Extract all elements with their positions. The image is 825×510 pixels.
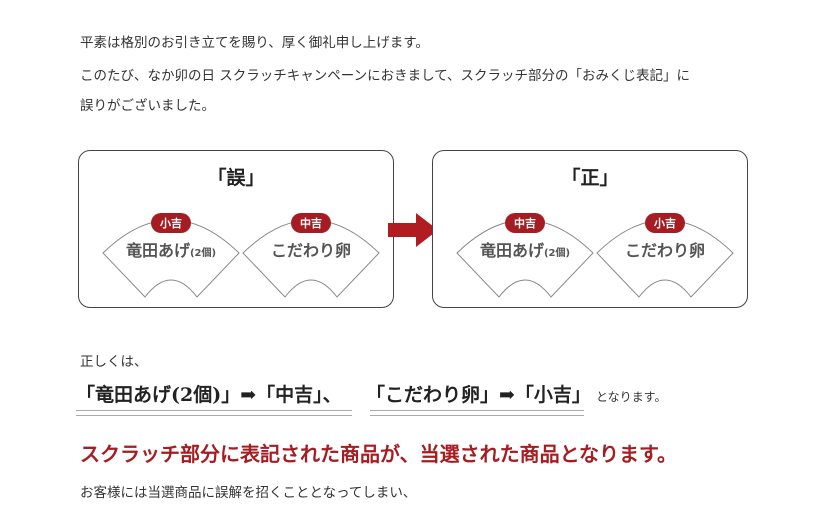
apology-text: お客様には当選商品に誤解を招くこととなってしまい、	[80, 485, 417, 501]
fan-shape-icon	[102, 219, 240, 298]
intro-line-2: このたび、なか卯の日 スクラッチキャンペーンにおきまして、スクラッチ部分の「おみ…	[80, 68, 691, 84]
intro-line-1: 平素は格別のお引き立てを賜り、厚く御礼申し上げます。	[80, 35, 429, 51]
right-box: 「正」 中吉 竜田あげ(2個) 小吉 こだわり卵	[432, 150, 748, 308]
fan-card: 中吉 竜田あげ(2個)	[455, 207, 595, 299]
fan-card: 小吉 こだわり卵	[595, 207, 735, 299]
fan-shape-icon	[596, 219, 734, 298]
wrong-title: 「誤」	[207, 167, 265, 189]
correction-part-2: 「こだわり卵」➡「小吉」	[366, 384, 591, 406]
fortune-badge: 中吉	[505, 213, 545, 233]
correction-part-1: 「竜田あげ(2個)」➡「中吉」、	[76, 384, 342, 406]
correct-label: 正しくは、	[80, 354, 148, 370]
intro-line-3: 誤りがございました。	[80, 98, 215, 114]
item-sub: (2個)	[543, 248, 571, 259]
item-name: こだわり卵	[270, 241, 351, 260]
fan-card: 中吉 こだわり卵	[241, 207, 381, 299]
double-underline	[76, 410, 352, 416]
right-title: 「正」	[561, 167, 619, 189]
item-name: こだわり卵	[624, 241, 705, 260]
item-name: 竜田あげ	[479, 241, 544, 260]
item-name: 竜田あげ	[125, 241, 190, 260]
fan-shape-icon	[242, 219, 380, 298]
arrow-right-icon	[388, 213, 438, 247]
fan-card: 小吉 竜田あげ(2個)	[101, 207, 241, 299]
notice-text: スクラッチ部分に表記された商品が、当選された商品となります。	[80, 442, 677, 466]
correction-suffix: となります。	[596, 390, 667, 404]
item-sub: (2個)	[189, 248, 217, 259]
fortune-badge: 小吉	[645, 213, 685, 233]
fortune-badge: 小吉	[151, 213, 191, 233]
fan-shape-icon	[456, 219, 594, 298]
fortune-badge: 中吉	[291, 213, 331, 233]
double-underline	[370, 410, 584, 416]
wrong-box: 「誤」 小吉 竜田あげ(2個) 中吉 こだわり卵	[78, 150, 394, 308]
